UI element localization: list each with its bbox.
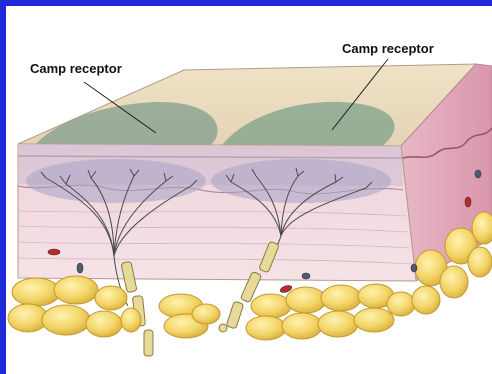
slide-panel: Camp receptor Camp receptor [6,6,492,374]
callout-camp-receptor-right: Camp receptor [342,41,434,56]
receptor-zone-right [211,159,391,203]
callout-camp-receptor-left: Camp receptor [30,61,122,76]
fat-layer [8,276,415,340]
receptor-zone-left [26,159,206,203]
